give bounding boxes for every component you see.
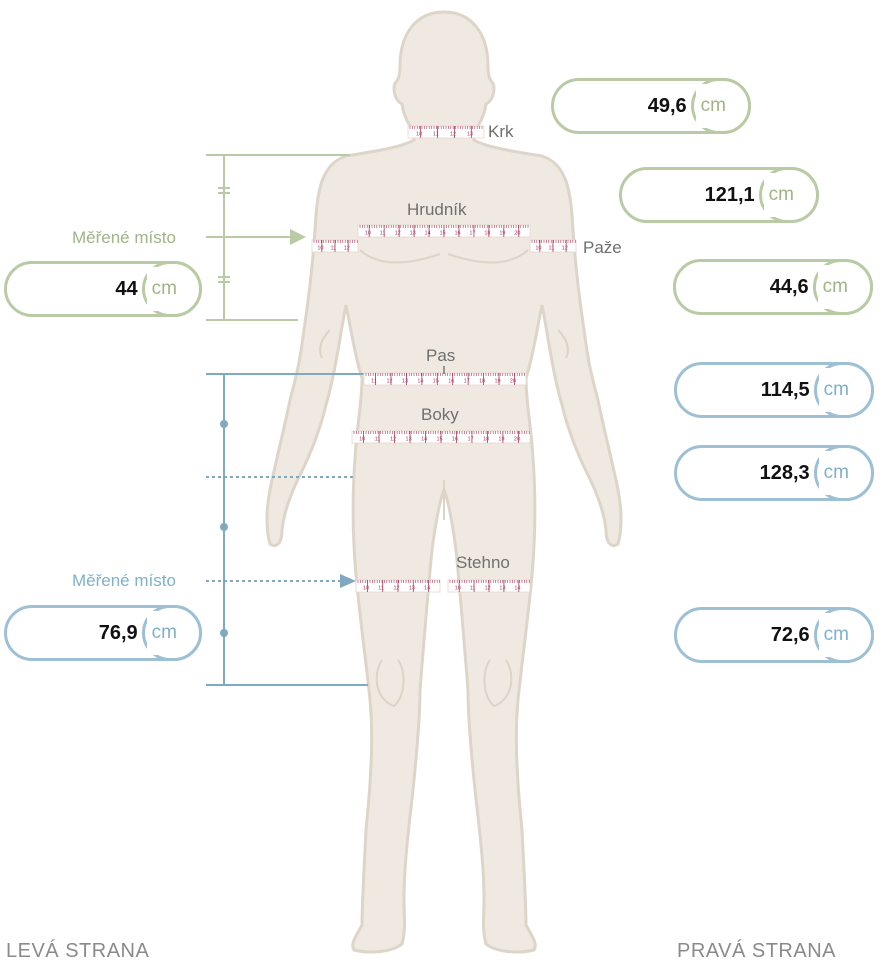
label-neck: Krk [488, 122, 514, 142]
left-side-label: LEVÁ STRANA [6, 940, 149, 963]
label-waist: Pas [426, 346, 455, 366]
tape-number: 13 [499, 586, 505, 592]
tape-number: 10 [359, 437, 365, 443]
arm-left-unit: cm [152, 278, 177, 300]
tape-number: 13 [406, 437, 412, 443]
tape-number: 14 [425, 231, 431, 237]
tape-number: 18 [484, 231, 490, 237]
tape-thigh-left: 10 11 12 13 14 [356, 580, 440, 592]
tape-number: 20 [510, 379, 516, 385]
tape-number: 14 [514, 586, 520, 592]
tape-number: 11 [331, 246, 337, 252]
tape-number: 12 [450, 132, 456, 138]
tape-neck: 10 11 12 13 [408, 126, 484, 138]
tape-number: 10 [455, 586, 461, 592]
tape-number: 19 [499, 231, 505, 237]
thigh-left-value: 76,9 [99, 622, 138, 645]
tape-number: 10 [317, 246, 323, 252]
measurement-arm-left: 44 cm [4, 261, 202, 317]
thigh-right-value: 72,6 [771, 624, 810, 647]
tape-number: 12 [387, 379, 393, 385]
tape-number: 20 [514, 437, 520, 443]
tape-number: 17 [469, 231, 475, 237]
thigh-left-unit: cm [152, 622, 177, 644]
tape-number: 20 [514, 231, 520, 237]
tape-number: 12 [485, 586, 491, 592]
label-hips: Boky [421, 405, 459, 425]
tape-number: 11 [375, 437, 381, 443]
hips-unit: cm [824, 462, 849, 484]
tape-number: 15 [440, 231, 446, 237]
measurement-chest: 121,1 cm [619, 167, 819, 223]
label-chest: Hrudník [407, 200, 467, 220]
measured-place-label-upper: Měřené místo [72, 228, 176, 248]
tape-number: 14 [424, 586, 430, 592]
chest-value: 121,1 [705, 184, 755, 207]
tape-number: 11 [380, 231, 386, 237]
tape-number: 13 [409, 586, 415, 592]
tape-number: 13 [467, 132, 473, 138]
tape-number: 16 [454, 231, 460, 237]
waist-value: 114,5 [761, 379, 810, 402]
measurement-thigh-right: 72,6 cm [674, 607, 874, 663]
label-thigh: Stehno [456, 553, 510, 573]
tape-number: 13 [410, 231, 416, 237]
tape-number: 16 [448, 379, 454, 385]
tape-waist: 11 12 13 14 15 16 17 18 19 20 [364, 373, 526, 385]
measurement-arm-right: 44,6 cm [673, 259, 873, 315]
tape-thigh-right: 10 11 12 13 14 [448, 580, 530, 592]
tape-arm-left: 10 11 12 [312, 240, 358, 252]
tape-number: 12 [390, 437, 396, 443]
tape-chest: 10 11 12 13 14 15 16 17 18 19 20 [358, 225, 530, 237]
tape-number: 15 [437, 437, 443, 443]
tape-number: 12 [394, 586, 400, 592]
measurement-thigh-left: 76,9 cm [4, 605, 202, 661]
tape-number: 12 [344, 246, 350, 252]
arm-right-unit: cm [823, 276, 848, 298]
neck-value: 49,6 [648, 95, 687, 118]
tape-number: 17 [467, 437, 473, 443]
measured-place-label-lower: Měřené místo [72, 571, 176, 591]
arm-left-value: 44 [115, 278, 137, 301]
tape-number: 10 [365, 231, 371, 237]
tape-number: 12 [562, 246, 568, 252]
right-side-label: PRAVÁ STRANA [677, 940, 836, 963]
tape-number: 17 [464, 379, 470, 385]
tape-number: 10 [363, 586, 369, 592]
tape-number: 13 [402, 379, 408, 385]
tape-number: 18 [479, 379, 485, 385]
tape-number: 10 [416, 132, 422, 138]
tape-number: 11 [433, 132, 439, 138]
tape-number: 14 [421, 437, 427, 443]
tape-number: 18 [483, 437, 489, 443]
tape-number: 19 [495, 379, 501, 385]
human-body-silhouette [267, 12, 621, 952]
measurement-waist: 114,5 cm [674, 362, 874, 418]
tape-number: 16 [452, 437, 458, 443]
thigh-right-unit: cm [824, 624, 849, 646]
arm-right-value: 44,6 [770, 276, 809, 299]
tape-number: 12 [395, 231, 401, 237]
tape-hips: 10 11 12 13 14 15 16 17 18 19 20 [352, 431, 530, 443]
tape-number: 11 [549, 246, 555, 252]
hips-value: 128,3 [760, 462, 810, 485]
label-arm: Paže [583, 238, 622, 258]
tape-number: 10 [535, 246, 541, 252]
tape-number: 19 [498, 437, 504, 443]
tape-number: 11 [470, 586, 476, 592]
measurement-neck: 49,6 cm [551, 78, 751, 134]
measurement-hips: 128,3 cm [674, 445, 874, 501]
tape-number: 14 [417, 379, 423, 385]
tape-number: 11 [378, 586, 384, 592]
chest-unit: cm [769, 184, 794, 206]
tape-arm-right: 10 11 12 [530, 240, 576, 252]
tape-number: 11 [371, 379, 377, 385]
tape-number: 15 [433, 379, 439, 385]
neck-unit: cm [701, 95, 726, 117]
waist-unit: cm [824, 379, 849, 401]
